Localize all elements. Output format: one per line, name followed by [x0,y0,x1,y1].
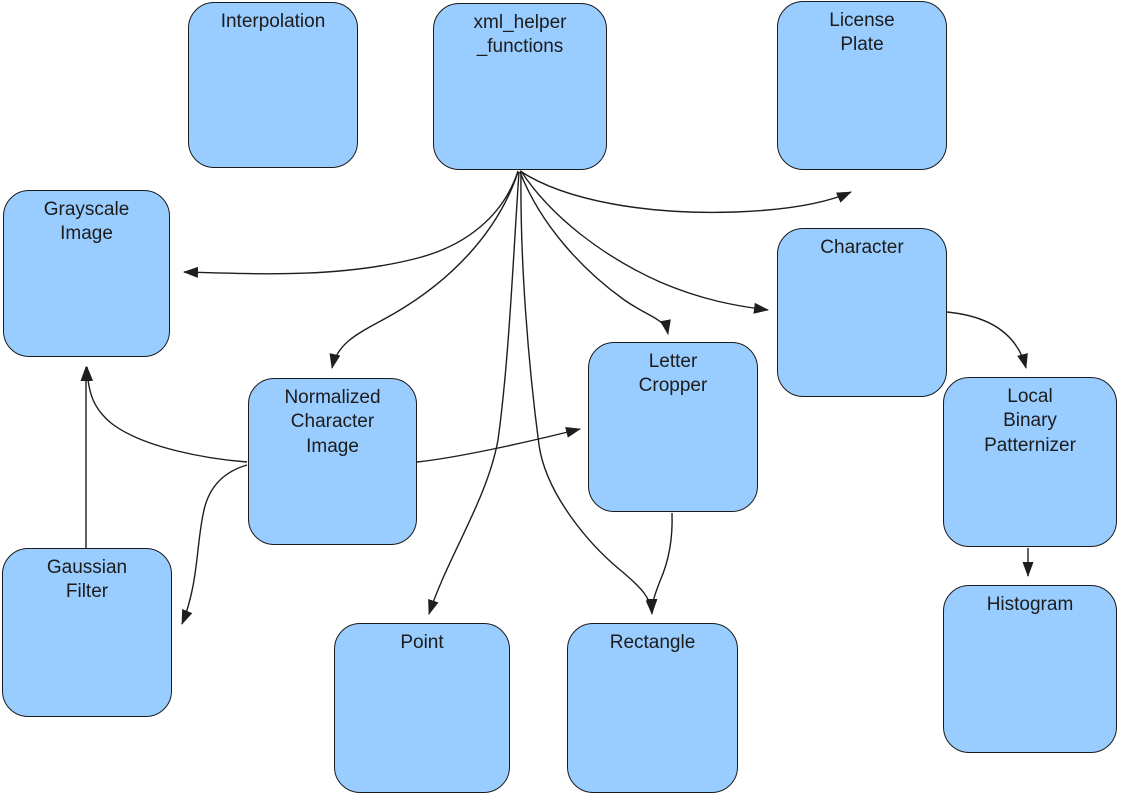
edge-letter_cropper-to-rectangle [646,512,673,614]
node-label: Gaussian Filter [46,557,128,603]
edge-xml_helper_functions-to-point [428,171,520,615]
node-label: Rectangle [609,632,696,653]
node-label: Grayscale Image [43,199,130,245]
node-rectangle: Rectangle [567,623,738,793]
node-gaussian_filter: Gaussian Filter [2,548,172,717]
node-label: xml_helper _functions [473,12,567,58]
node-label: Local Binary Patternizer [984,386,1076,456]
edge-xml_helper_functions-to-grayscale_image [183,170,519,278]
node-grayscale_image: Grayscale Image [3,190,170,357]
node-normalized_character_image: Normalized Character Image [248,378,417,545]
node-point: Point [334,623,510,793]
edge-xml_helper_functions-to-license_plate [519,170,852,214]
node-label: License Plate [829,10,895,56]
node-label: Interpolation [220,11,326,32]
node-label: Point [400,632,444,653]
node-label: Histogram [986,594,1074,615]
edge-xml_helper_functions-to-letter_cropper [519,171,671,335]
node-character: Character [777,228,947,397]
node-label: Letter Cropper [638,351,708,397]
node-label: Normalized Character Image [284,387,381,457]
node-license_plate: License Plate [777,1,947,170]
node-label: Character [820,237,904,258]
node-local_binary_patternizer: Local Binary Patternizer [943,377,1117,547]
node-histogram: Histogram [943,585,1117,753]
edge-xml_helper_functions-to-character [520,170,769,314]
edge-xml_helper_functions-to-normalized_character_image [329,171,519,369]
edge-normalized_character_image-to-gaussian_filter [181,464,248,625]
edge-normalized_character_image-to-letter_cropper [416,427,581,463]
node-xml_helper_functions: xml_helper _functions [433,3,607,170]
edge-character-to-local_binary_patternizer [946,311,1028,369]
edge-normalized_character_image-to-grayscale_image [82,366,248,463]
node-interpolation: Interpolation [188,2,358,168]
node-letter_cropper: Letter Cropper [588,342,758,512]
